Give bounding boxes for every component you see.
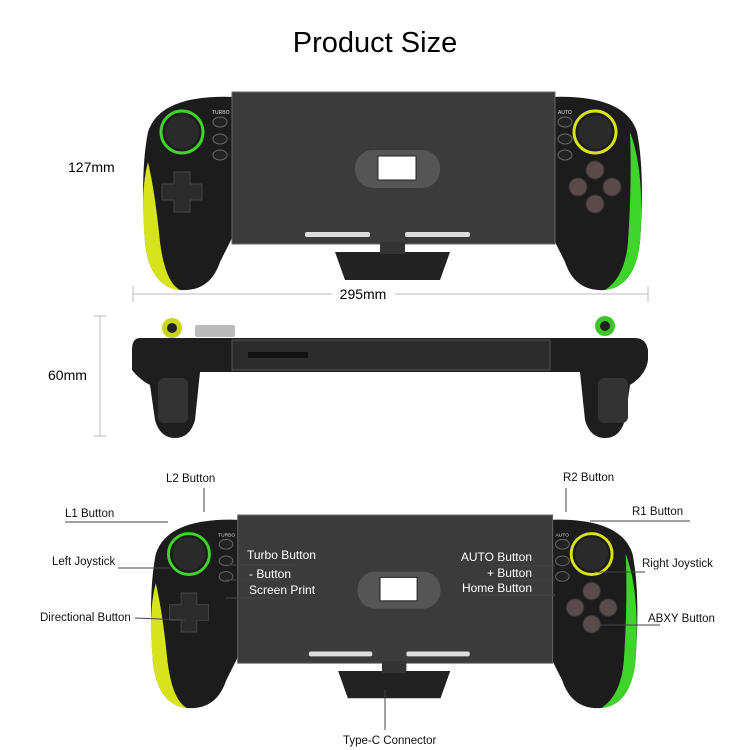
controller-side-view: [132, 316, 648, 438]
home-button: [555, 571, 570, 582]
callout-r2: R2 Button: [563, 472, 614, 484]
right-grip: [547, 519, 638, 709]
slot: [308, 651, 373, 657]
callout-right-joystick: Right Joystick: [642, 558, 713, 570]
right-joystick-ring: [572, 109, 618, 155]
x-button: [582, 581, 601, 601]
controller-front-view: TURBO AUTO: [143, 91, 642, 291]
turbo-label: TURBO: [218, 532, 235, 538]
right-joystick-ring: [569, 532, 614, 576]
callouts: [65, 488, 690, 730]
plus-button: [555, 555, 570, 567]
right-trigger: [598, 378, 628, 423]
callout-directional: Directional Button: [40, 612, 131, 624]
width-dimension: 295mm: [340, 286, 387, 302]
height-dimension: 127mm: [68, 159, 115, 175]
directional-pad: [168, 592, 209, 633]
left-joystick: [172, 537, 206, 571]
a-button: [598, 598, 618, 617]
callout-plus: + Button: [487, 566, 532, 580]
left-joystick-ring: [167, 532, 211, 576]
type-c-connector: [382, 661, 407, 673]
minus-button: [218, 555, 234, 567]
callout-home: Home Button: [462, 581, 532, 595]
home-button: [557, 149, 573, 161]
auto-button: [555, 538, 570, 550]
screenshot-button: [212, 149, 228, 161]
b-button: [585, 194, 605, 214]
left-grip-accent: [151, 583, 187, 709]
callout-typec: Type-C Connector: [343, 735, 436, 747]
badge-screen-icon: [377, 155, 417, 181]
left-trigger: [158, 378, 188, 423]
page-title: Product Size: [293, 27, 457, 59]
left-joystick: [165, 115, 199, 149]
auto-button: [557, 116, 573, 128]
badge-screen-icon: [379, 576, 418, 602]
callout-l2: L2 Button: [166, 473, 215, 485]
auto-label: AUTO: [558, 110, 572, 116]
slot: [305, 232, 370, 237]
depth-dimension: 60mm: [48, 367, 87, 383]
right-grip: [550, 96, 642, 291]
left-grip-accent: [143, 162, 180, 290]
type-c-connector: [380, 242, 405, 254]
plus-button: [557, 133, 573, 145]
directional-pad: [161, 171, 203, 213]
right-grip-accent: [601, 554, 637, 709]
minus-button: [212, 133, 228, 145]
turbo-label: TURBO: [212, 110, 230, 116]
auto-label: AUTO: [556, 532, 570, 538]
slot: [405, 232, 470, 237]
y-button: [565, 598, 585, 617]
callout-turbo: Turbo Button: [247, 548, 316, 562]
callout-r1: R1 Button: [632, 506, 683, 518]
screenshot-button: [218, 571, 234, 582]
right-joystick: [578, 115, 612, 149]
right-grip-accent: [605, 132, 642, 290]
callout-l1: L1 Button: [65, 508, 114, 520]
y-button: [568, 177, 588, 197]
callout-auto: AUTO Button: [461, 550, 532, 564]
kickstand: [338, 671, 451, 699]
left-joystick-ring: [159, 109, 205, 155]
right-joystick: [575, 537, 609, 571]
kickstand: [335, 252, 450, 280]
turbo-button: [218, 538, 234, 550]
slot: [406, 651, 470, 657]
b-button: [582, 614, 601, 634]
x-button: [585, 160, 605, 180]
callout-screen-print: Screen Print: [249, 583, 316, 597]
callout-abxy: ABXY Button: [648, 613, 715, 625]
callout-left-joystick: Left Joystick: [52, 556, 116, 568]
controller-labeled-view: TURBO AUTO: [151, 514, 638, 709]
turbo-button: [212, 116, 228, 128]
callout-minus: - Button: [249, 567, 291, 581]
a-button: [602, 177, 622, 197]
